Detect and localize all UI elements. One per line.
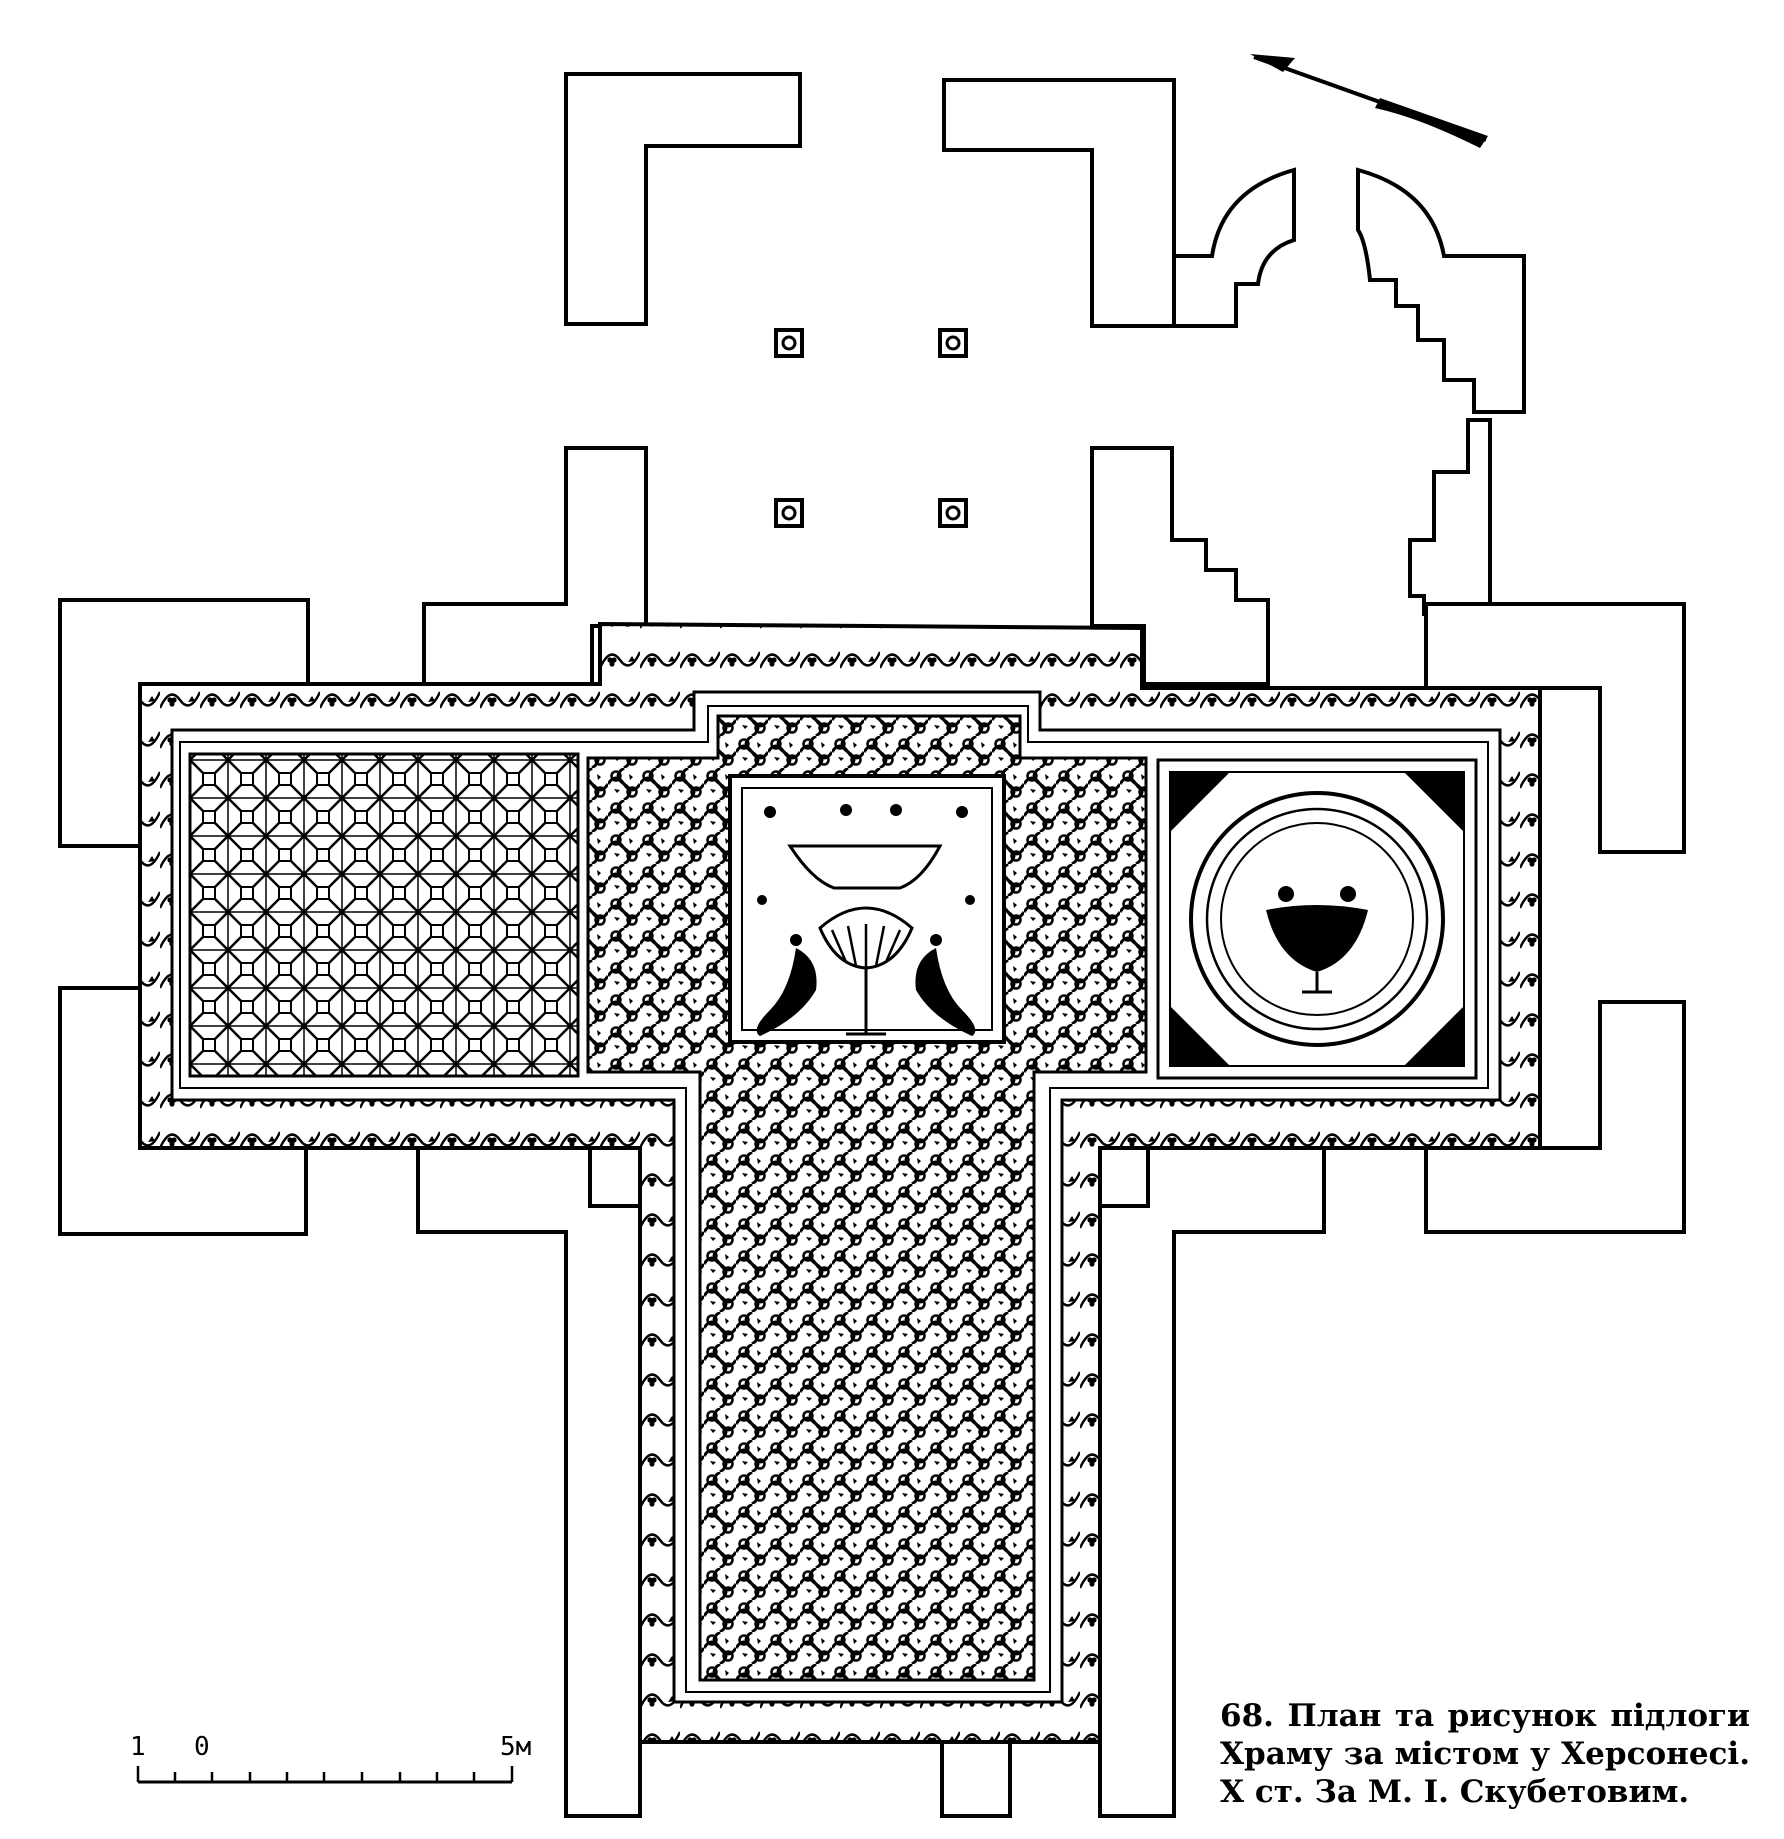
scale-label-1: 1: [130, 1732, 146, 1762]
narthex-walls: [564, 72, 1526, 414]
column-bases: [774, 328, 968, 528]
caption-line-1: 68. План та рисунок підлоги: [1220, 1698, 1750, 1734]
medallion-panel: [1156, 758, 1478, 1080]
caption-line-3: X ст. За М. І. Скубетовим.: [1220, 1774, 1690, 1810]
scale-label-5m: 5м: [500, 1732, 532, 1762]
lattice-panel: [188, 752, 580, 1078]
caption-line-2: Храму за містом у Херсонесі.: [1220, 1736, 1750, 1772]
interlace-panel: [586, 714, 1148, 1682]
scale-bar: [136, 1766, 514, 1784]
scale-label-0: 0: [194, 1732, 210, 1762]
mosaic-floor: [138, 621, 1542, 1744]
figure-caption: 68. План та рисунок підлоги Храму за міс…: [1220, 1697, 1750, 1811]
fountain-peacocks-panel: [728, 774, 1006, 1044]
north-arrow-icon: [1250, 54, 1488, 148]
church-outer-walls: [58, 418, 1686, 1818]
